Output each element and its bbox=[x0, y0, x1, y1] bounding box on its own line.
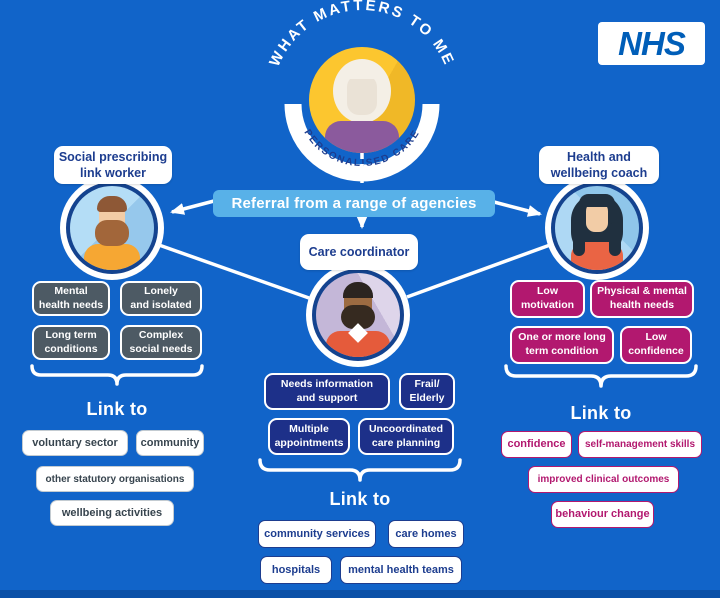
nhs-logo-text: NHS bbox=[618, 24, 686, 62]
link-to-header-left: Link to bbox=[86, 399, 148, 420]
banner-to-link-worker-arrow bbox=[170, 199, 215, 215]
link-item: wellbeing activities bbox=[50, 500, 174, 526]
nhs-logo: NHS bbox=[598, 22, 705, 65]
link-worker-beard bbox=[95, 220, 129, 246]
link-to-header-right: Link to bbox=[570, 403, 632, 424]
need-box: Long term conditions bbox=[32, 325, 110, 360]
patient-avatar bbox=[309, 47, 415, 153]
link-item: behaviour change bbox=[551, 501, 654, 528]
need-box: One or more long term condition bbox=[510, 326, 614, 364]
banner-to-coach-arrow bbox=[493, 200, 542, 217]
role-label-link-worker: Social prescribing link worker bbox=[54, 146, 172, 184]
link-item: mental health teams bbox=[340, 556, 462, 584]
need-box: Complex social needs bbox=[120, 325, 202, 360]
link-item: hospitals bbox=[260, 556, 332, 584]
patient-face bbox=[347, 75, 377, 115]
link-item: care homes bbox=[388, 520, 464, 548]
link-item: community services bbox=[258, 520, 376, 548]
bottom-edge-strip bbox=[0, 590, 720, 598]
link-worker-hair bbox=[97, 196, 127, 212]
link-to-header-center: Link to bbox=[329, 489, 391, 510]
need-box: Uncoordinated care planning bbox=[358, 418, 454, 455]
referral-banner: Referral from a range of agencies bbox=[213, 190, 495, 217]
need-box: Physical & mental health needs bbox=[590, 280, 694, 318]
role-label-coach: Health and wellbeing coach bbox=[539, 146, 659, 184]
patient-hair-fringe bbox=[343, 61, 381, 79]
need-box: Lonely and isolated bbox=[120, 281, 202, 316]
link-worker-shirt bbox=[84, 244, 140, 270]
coordinator-hair bbox=[343, 282, 373, 298]
need-box: Mental health needs bbox=[32, 281, 110, 316]
center-brace bbox=[258, 458, 462, 482]
need-box: Frail/ Elderly bbox=[399, 373, 455, 410]
patient-shirt bbox=[325, 121, 399, 153]
coach-avatar bbox=[555, 186, 639, 270]
coach-hair-strand-right bbox=[609, 222, 621, 256]
coach-hair-fringe bbox=[579, 194, 615, 207]
role-label-coordinator: Care coordinator bbox=[300, 234, 418, 270]
coach-hair-strand-left bbox=[573, 222, 585, 256]
link-worker-portrait bbox=[60, 176, 164, 280]
link-item: community bbox=[136, 430, 204, 456]
need-box: Multiple appointments bbox=[268, 418, 350, 455]
need-box: Needs information and support bbox=[264, 373, 390, 410]
link-item: improved clinical outcomes bbox=[528, 466, 679, 493]
link-item: confidence bbox=[501, 431, 572, 458]
coordinator-portrait bbox=[306, 263, 410, 367]
need-box: Low motivation bbox=[510, 280, 585, 318]
link-item: self-management skills bbox=[578, 431, 702, 458]
link-worker-avatar bbox=[70, 186, 154, 270]
left-brace bbox=[30, 364, 204, 386]
coach-portrait bbox=[545, 176, 649, 280]
coach-face bbox=[586, 202, 608, 232]
coordinator-avatar bbox=[316, 273, 400, 357]
link-item: voluntary sector bbox=[22, 430, 128, 456]
link-item: other statutory organisations bbox=[36, 466, 194, 492]
right-brace bbox=[504, 364, 698, 388]
need-box: Low confidence bbox=[620, 326, 692, 364]
